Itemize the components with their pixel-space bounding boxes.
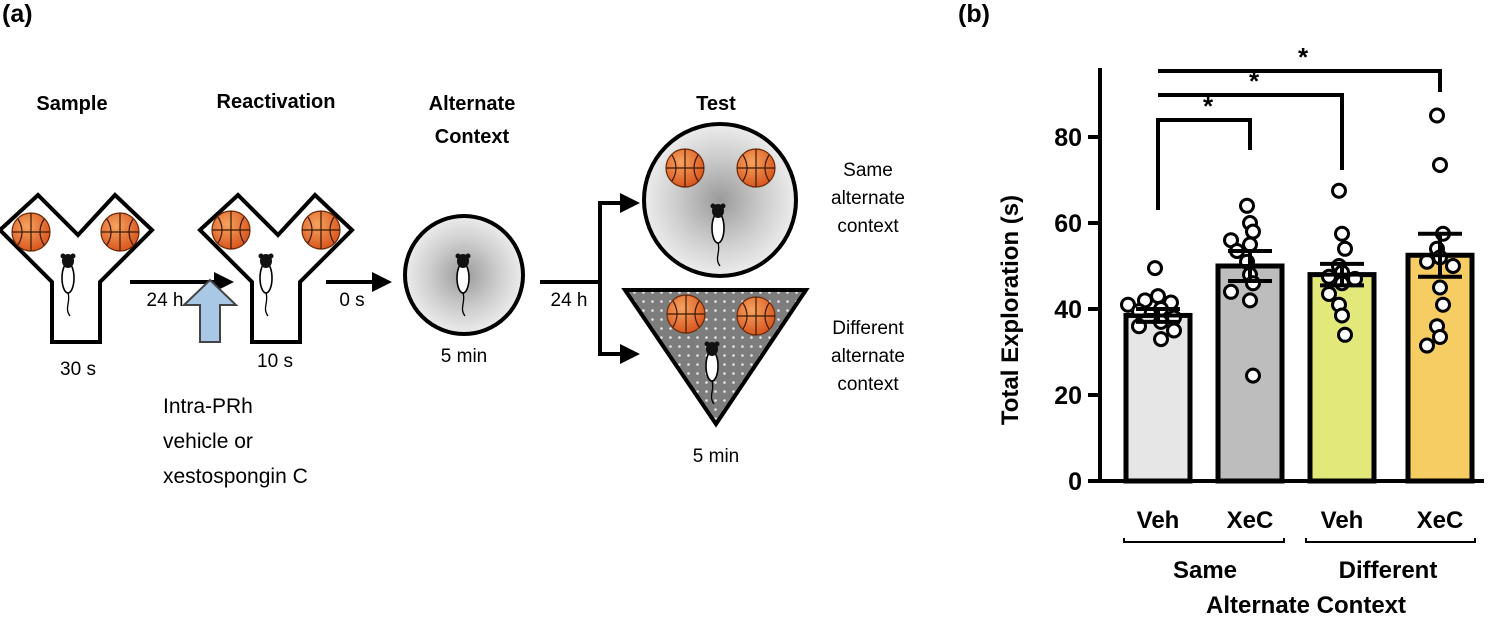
panel-a-label: (a) [2,0,33,28]
injection-label-line1: Intra-PRh [163,395,253,418]
sample-duration: 30 s [60,359,96,380]
delay-reactivation-to-alternate: 0 s [339,290,364,311]
group-bracket-same [1123,538,1285,543]
data-point [1337,326,1353,343]
test-same-object-left [665,148,705,188]
group-bracket-different [1305,538,1476,543]
data-point [1419,337,1435,354]
x-category-label: Veh [1137,507,1180,534]
test-same-object-right [736,148,776,188]
data-point [1245,367,1261,384]
x-category-label: XeC [1417,507,1464,534]
data-point [1432,279,1448,296]
test-same-arena [642,122,798,278]
injection-label-line2: vehicle or [163,430,253,453]
test-different-object-right [736,296,776,336]
data-point [1245,223,1261,240]
branch-arrows [540,193,640,364]
stage-test-label: Test [696,93,736,115]
stage-alternate-label-line2: Context [435,126,510,148]
stage-alternate-label-line1: Alternate [429,93,516,115]
data-point [1435,296,1451,313]
test-different-label-line3: context [837,374,899,395]
data-point [1331,182,1347,199]
data-point [1321,285,1337,302]
reactivation-object-left [211,210,251,250]
delay-sample-to-reactivation: 24 h [147,290,184,311]
y-tick-label: 0 [1068,468,1082,496]
alternate-duration: 5 min [441,346,487,367]
sample-object-right [100,212,140,252]
stage-reactivation-label: Reactivation [217,91,336,113]
injection-arrow-icon [181,278,239,343]
delay-alternate-to-test: 24 h [551,290,588,311]
data-point [1337,240,1353,257]
test-same-label-line1: Same [843,160,893,181]
data-point [1153,331,1169,348]
significance-bracket [1158,69,1442,92]
data-point [1166,322,1182,339]
reactivation-y-maze [197,192,355,344]
data-point [1334,225,1350,242]
sample-object-left [11,212,51,252]
group-label-different: Different [1339,557,1438,584]
x-axis-title: Alternate Context [1206,592,1406,619]
x-category-label: XeC [1227,507,1274,534]
test-different-arena [621,288,810,428]
y-tick-label: 60 [1054,210,1082,238]
test-duration: 5 min [693,446,739,467]
data-point [1242,292,1258,309]
y-tick-label: 80 [1054,124,1082,152]
injection-label-line3: xestospongin C [163,465,308,488]
significance-star: * [1298,42,1309,72]
data-point [1432,328,1448,345]
reactivation-duration: 10 s [257,351,293,372]
test-different-label-line2: alternate [831,346,905,367]
data-point [1150,288,1166,305]
x-category-label: Veh [1321,507,1364,534]
significance-star: * [1203,91,1214,121]
data-point [1429,107,1445,124]
bar [1123,312,1193,484]
significance-bracket [1156,118,1252,210]
panel-b-label: (b) [958,0,990,28]
significance-bracket [1158,93,1344,170]
test-different-object-left [666,294,706,334]
reactivation-object-right [301,210,341,250]
significance-star: * [1249,66,1260,96]
panel-a: (a) Sample Reactivation Alternate Contex… [0,0,905,488]
y-tick-label: 40 [1054,296,1082,324]
stage-sample-label: Sample [36,93,107,115]
sample-y-maze [0,192,155,344]
test-same-label-line2: alternate [831,188,905,209]
test-same-label-line3: context [837,216,899,237]
bar [1307,272,1377,484]
y-axis-title: Total Exploration (s) [997,195,1024,425]
group-label-same: Same [1173,557,1237,584]
y-tick-label: 20 [1054,382,1082,410]
data-point [1334,307,1350,324]
data-point [1223,283,1239,300]
data-point [1445,258,1461,274]
data-point [1432,156,1448,173]
data-point [1239,197,1255,214]
alternate-context-arena [403,214,525,336]
data-point [1147,260,1163,277]
test-different-label-line1: Different [832,318,904,339]
data-point [1321,268,1337,285]
